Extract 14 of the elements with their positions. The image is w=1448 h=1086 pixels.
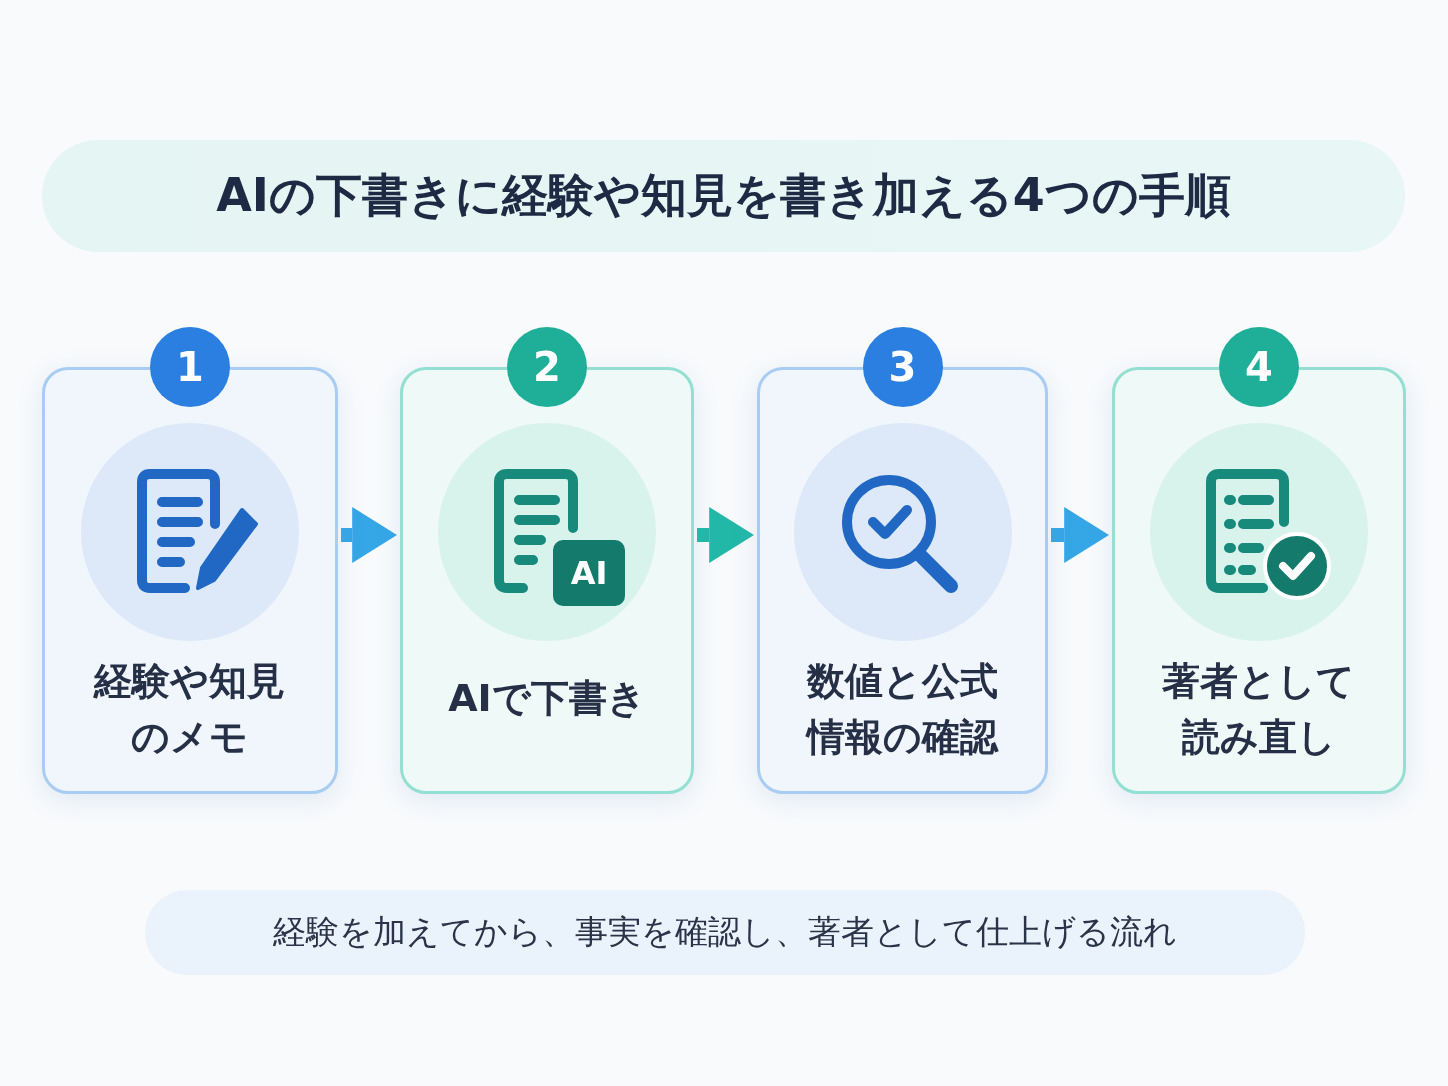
title-banner: AIの下書きに経験や知見を書き加える4つの手順 [42, 140, 1405, 252]
step-label: 著者として読み直し [1161, 658, 1357, 761]
step-number: 3 [862, 327, 943, 407]
ai-badge: AI [553, 540, 625, 606]
step-number: 4 [1219, 327, 1299, 407]
step-number: 1 [150, 327, 230, 407]
step-label: AIで下書き [447, 675, 647, 722]
arrow [341, 507, 397, 563]
arrow [697, 507, 754, 563]
step-number: 2 [507, 327, 587, 407]
step-label: 数値と公式情報の確認 [804, 658, 1000, 761]
caption-banner: 経験を加えてから、事実を確認し、著者として仕上げる流れ [145, 890, 1305, 975]
arrow [1051, 507, 1109, 563]
step-label: 経験や知見のメモ [92, 658, 287, 761]
